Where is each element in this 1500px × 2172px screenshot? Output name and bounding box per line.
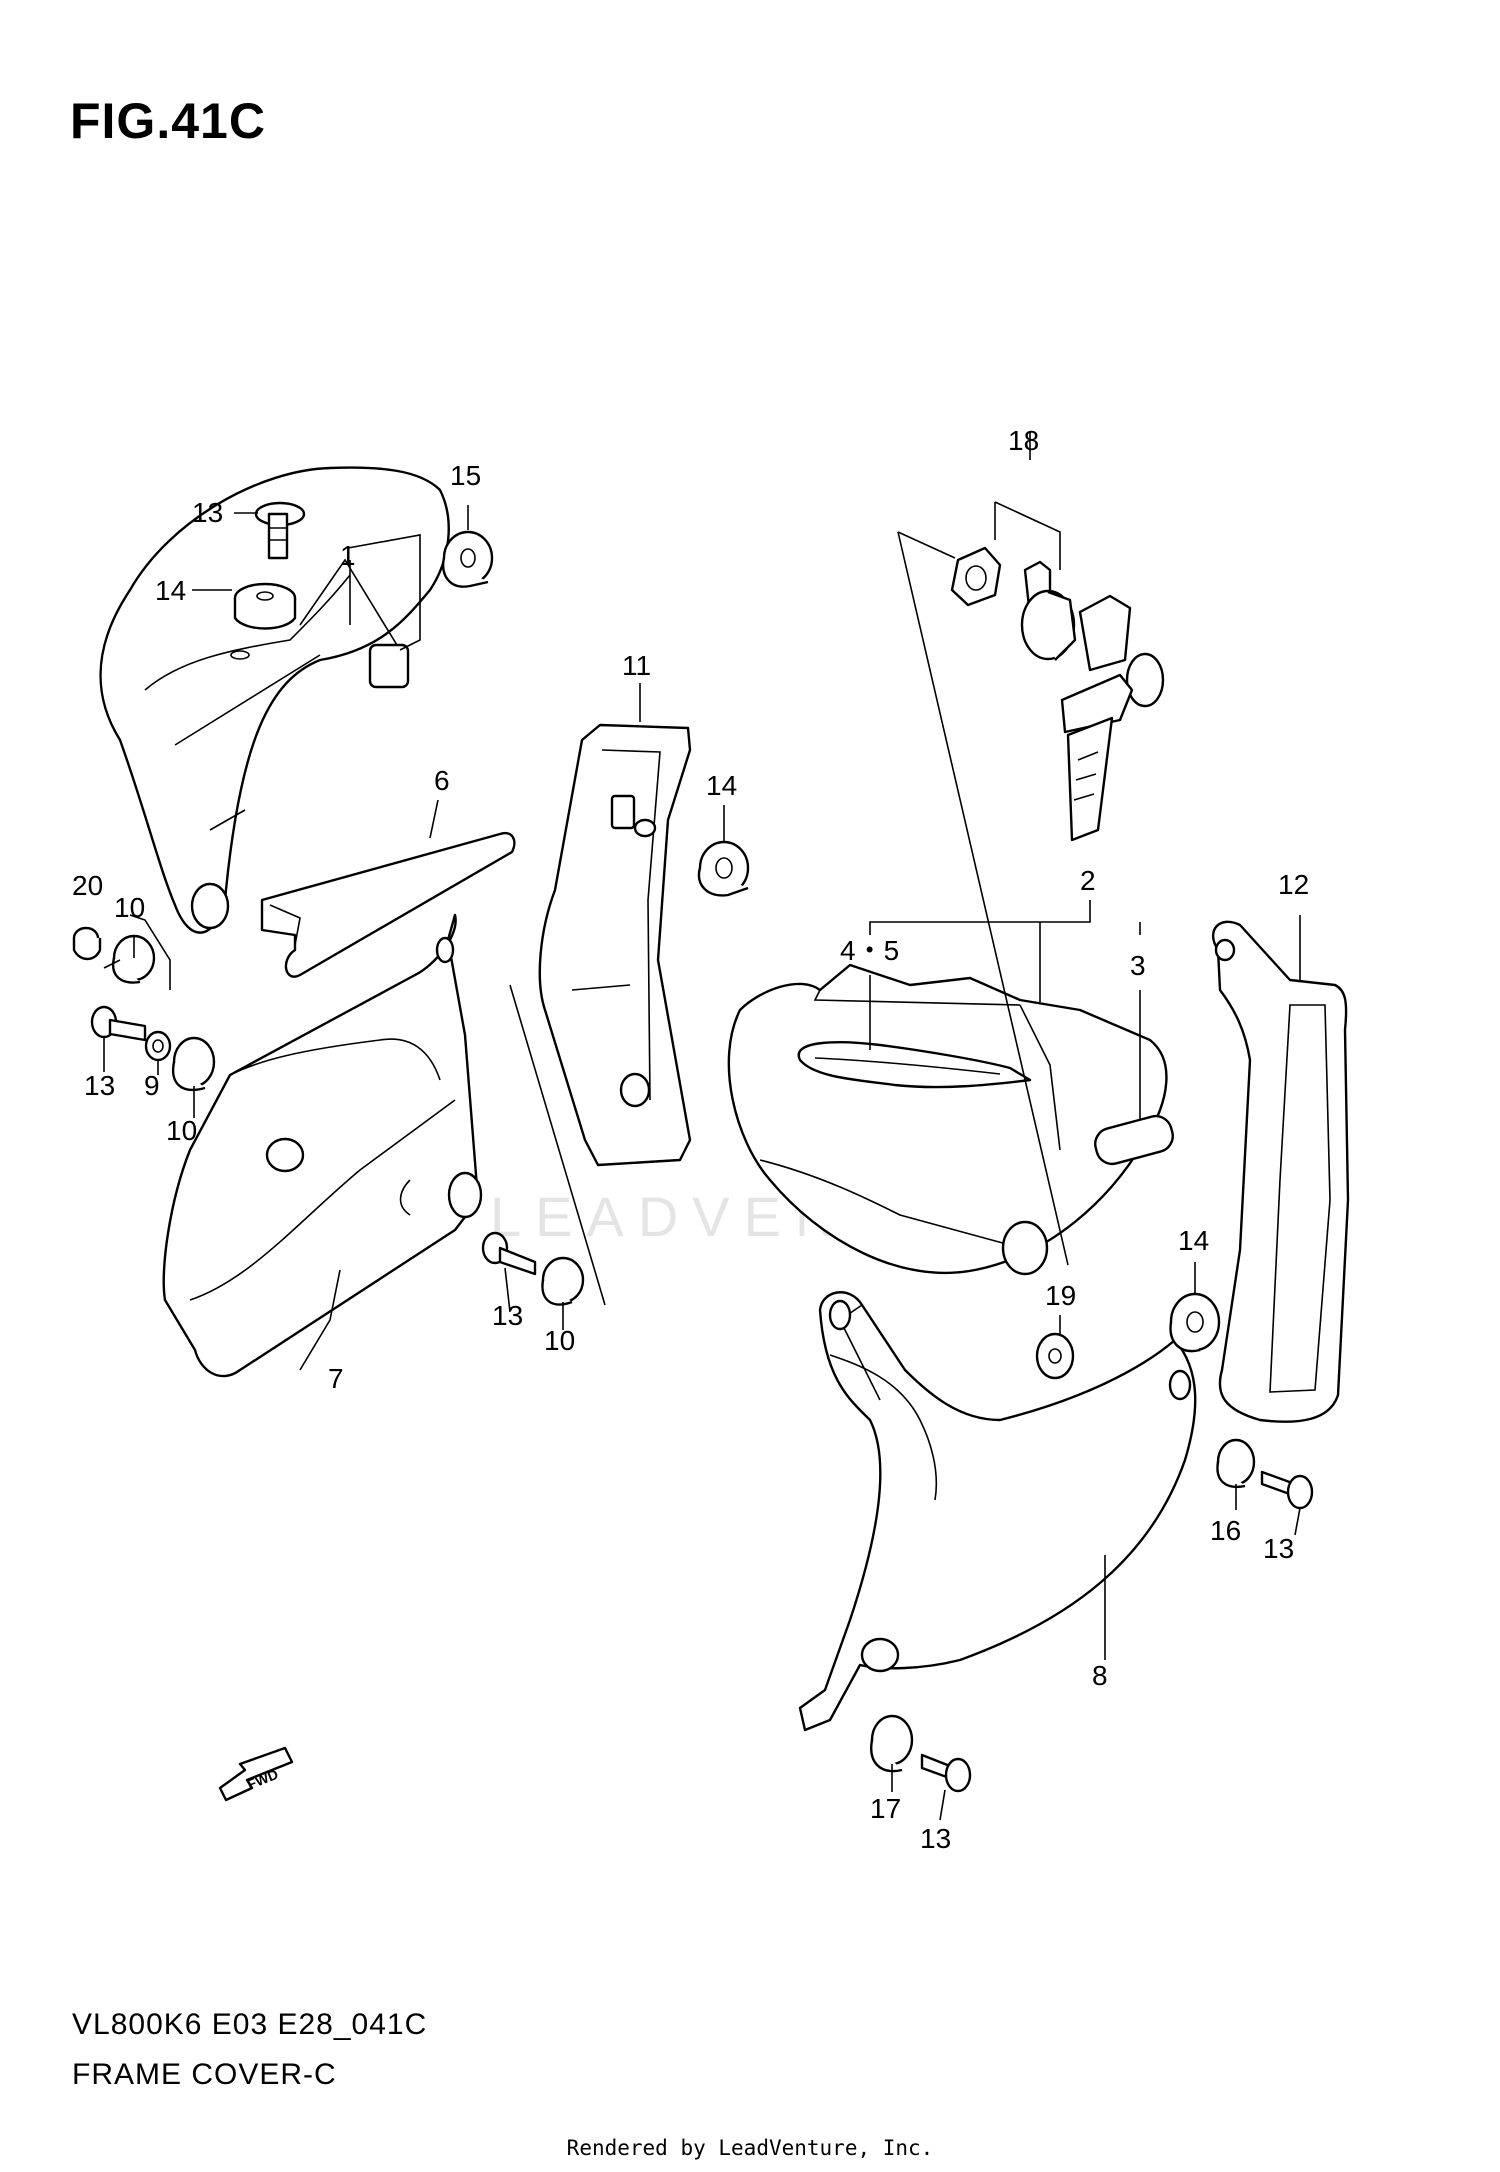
part-15-cushion[interactable] [441, 530, 494, 588]
callout-7: 7 [328, 1363, 344, 1394]
callout-20: 20 [72, 870, 103, 901]
callout-1: 1 [340, 540, 356, 571]
callout-10: 10 [114, 892, 145, 923]
part-11-bracket[interactable] [538, 723, 692, 1167]
callout-13: 13 [1263, 1533, 1294, 1564]
callout-17: 17 [870, 1793, 901, 1824]
callout-13: 13 [84, 1070, 115, 1101]
callout-10: 10 [544, 1325, 575, 1356]
callout-15: 15 [450, 460, 481, 491]
callout-3: 3 [1130, 950, 1146, 981]
part-9-washer[interactable] [144, 1030, 172, 1062]
part-10-cushion-b[interactable] [171, 1036, 216, 1091]
part-17-cushion[interactable] [870, 1714, 914, 1773]
part-14-grommet-top[interactable] [233, 582, 297, 630]
callout-9: 9 [144, 1070, 160, 1101]
part-16-cushion[interactable] [1216, 1438, 1256, 1489]
fwd-arrow-icon: FWD [218, 1746, 294, 1802]
part-13-bolt-c[interactable] [481, 1231, 537, 1276]
part-14-grommet-mid[interactable] [697, 840, 750, 897]
part-14-grommet-right[interactable] [1169, 1292, 1221, 1353]
part-19-cushion[interactable] [1035, 1332, 1075, 1380]
callout-10: 10 [166, 1115, 197, 1146]
callout-4-5: 4・5 [840, 935, 899, 966]
part-20-nut[interactable] [72, 926, 102, 961]
callout-8: 8 [1092, 1660, 1108, 1691]
part-18-lock-set[interactable] [950, 546, 1165, 842]
part-12-bracket[interactable] [1212, 920, 1350, 1423]
callout-14: 14 [1178, 1225, 1209, 1256]
part-13-bolt-b[interactable] [90, 1005, 147, 1042]
part-13-bolt-top[interactable] [254, 501, 306, 560]
part-2-cover-assy[interactable] [727, 963, 1177, 1276]
part-6-plate[interactable] [260, 831, 516, 978]
callout-12: 12 [1278, 869, 1309, 900]
part-13-bolt-e[interactable] [920, 1753, 972, 1793]
callout-13: 13 [492, 1300, 523, 1331]
callout-6: 6 [434, 765, 450, 796]
leader-lines [103, 432, 1301, 1821]
callout-labels: 13 14 15 1 6 20 10 13 9 10 7 13 10 11 14… [72, 425, 1309, 1854]
callout-18: 18 [1008, 425, 1039, 456]
callout-19: 19 [1045, 1280, 1076, 1311]
section-name: FRAME COVER-C [72, 2058, 337, 2091]
callout-14: 14 [155, 575, 186, 606]
model-code: VL800K6 E03 E28_041C [72, 2008, 428, 2041]
callout-13: 13 [192, 497, 223, 528]
callout-13: 13 [920, 1823, 951, 1854]
figure-title: FIG.41C [70, 93, 266, 149]
part-13-bolt-d[interactable] [1260, 1470, 1314, 1510]
callout-2: 2 [1080, 865, 1096, 896]
callout-14: 14 [706, 770, 737, 801]
callout-11: 11 [622, 650, 651, 681]
part-1-frame-cover[interactable] [99, 466, 450, 934]
part-8-side-cover[interactable] [798, 1291, 1197, 1732]
callout-16: 16 [1210, 1515, 1241, 1546]
part-10-cushion-c[interactable] [541, 1256, 585, 1306]
render-credit: Rendered by LeadVenture, Inc. [566, 2136, 934, 2160]
part-7-side-cover[interactable] [162, 913, 483, 1378]
